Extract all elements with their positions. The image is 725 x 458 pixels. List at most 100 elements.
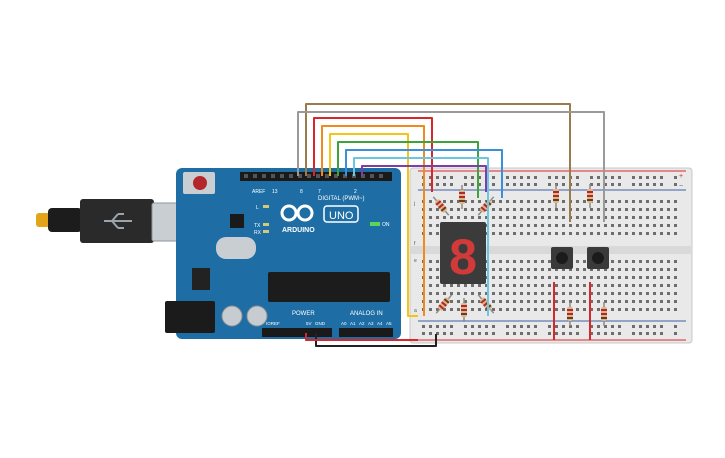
breadboard-hole[interactable] (527, 216, 530, 219)
breadboard-hole[interactable] (541, 260, 544, 263)
breadboard-hole[interactable] (576, 284, 579, 287)
breadboard-hole[interactable] (632, 183, 635, 186)
breadboard-hole[interactable] (576, 208, 579, 211)
breadboard-hole[interactable] (660, 325, 663, 328)
breadboard-hole[interactable] (436, 208, 439, 211)
breadboard-hole[interactable] (492, 183, 495, 186)
breadboard-hole[interactable] (660, 300, 663, 303)
breadboard-hole[interactable] (597, 276, 600, 279)
breadboard-hole[interactable] (534, 232, 537, 235)
breadboard-hole[interactable] (625, 300, 628, 303)
breadboard-hole[interactable] (618, 208, 621, 211)
arduino-uno-board[interactable]: AREF 13 8 7 2 DIGITAL (PWM~) UNO ARDUINO… (165, 168, 401, 339)
breadboard-hole[interactable] (653, 183, 656, 186)
breadboard-hole[interactable] (499, 232, 502, 235)
resistor[interactable] (431, 195, 451, 217)
breadboard-hole[interactable] (597, 300, 600, 303)
breadboard-hole[interactable] (464, 292, 467, 295)
breadboard-hole[interactable] (464, 325, 467, 328)
breadboard-hole[interactable] (478, 292, 481, 295)
breadboard-hole[interactable] (562, 276, 565, 279)
breadboard-hole[interactable] (639, 176, 642, 179)
breadboard-hole[interactable] (667, 216, 670, 219)
breadboard-hole[interactable] (485, 276, 488, 279)
breadboard-hole[interactable] (632, 308, 635, 311)
breadboard-hole[interactable] (457, 284, 460, 287)
breadboard-hole[interactable] (590, 224, 593, 227)
breadboard-hole[interactable] (562, 224, 565, 227)
breadboard-hole[interactable] (569, 325, 572, 328)
breadboard-hole[interactable] (527, 224, 530, 227)
breadboard-hole[interactable] (464, 200, 467, 203)
breadboard-hole[interactable] (625, 200, 628, 203)
breadboard-hole[interactable] (527, 268, 530, 271)
breadboard-hole[interactable] (590, 232, 593, 235)
breadboard-hole[interactable] (653, 224, 656, 227)
power-header[interactable] (262, 328, 332, 337)
breadboard-hole[interactable] (604, 292, 607, 295)
breadboard-hole[interactable] (443, 332, 446, 335)
breadboard-hole[interactable] (527, 208, 530, 211)
breadboard-hole[interactable] (499, 292, 502, 295)
breadboard-hole[interactable] (555, 292, 558, 295)
breadboard-hole[interactable] (646, 332, 649, 335)
breadboard-hole[interactable] (541, 284, 544, 287)
breadboard-hole[interactable] (471, 284, 474, 287)
breadboard-hole[interactable] (660, 276, 663, 279)
breadboard-hole[interactable] (534, 300, 537, 303)
breadboard-hole[interactable] (429, 268, 432, 271)
breadboard-hole[interactable] (534, 308, 537, 311)
breadboard-hole[interactable] (520, 200, 523, 203)
breadboard-hole[interactable] (506, 325, 509, 328)
breadboard-hole[interactable] (478, 332, 481, 335)
breadboard-hole[interactable] (632, 332, 635, 335)
breadboard-hole[interactable] (471, 308, 474, 311)
breadboard-hole[interactable] (611, 308, 614, 311)
breadboard-hole[interactable] (555, 216, 558, 219)
breadboard-hole[interactable] (520, 208, 523, 211)
wires[interactable] (297, 103, 605, 347)
breadboard-hole[interactable] (660, 284, 663, 287)
breadboard-hole[interactable] (555, 208, 558, 211)
breadboard-hole[interactable] (653, 232, 656, 235)
breadboard-hole[interactable] (513, 292, 516, 295)
breadboard-hole[interactable] (506, 300, 509, 303)
breadboard-hole[interactable] (590, 183, 593, 186)
breadboard-hole[interactable] (604, 183, 607, 186)
breadboard-hole[interactable] (611, 176, 614, 179)
breadboard-hole[interactable] (653, 284, 656, 287)
breadboard-hole[interactable] (555, 300, 558, 303)
breadboard-hole[interactable] (667, 308, 670, 311)
breadboard-hole[interactable] (492, 292, 495, 295)
breadboard-hole[interactable] (457, 200, 460, 203)
breadboard-hole[interactable] (674, 183, 677, 186)
breadboard-hole[interactable] (429, 260, 432, 263)
breadboard-hole[interactable] (618, 268, 621, 271)
breadboard-hole[interactable] (436, 308, 439, 311)
breadboard-hole[interactable] (639, 300, 642, 303)
breadboard-hole[interactable] (590, 176, 593, 179)
breadboard-hole[interactable] (541, 300, 544, 303)
resistor[interactable] (587, 184, 593, 208)
breadboard-hole[interactable] (625, 308, 628, 311)
breadboard-hole[interactable] (492, 224, 495, 227)
breadboard-hole[interactable] (527, 276, 530, 279)
breadboard-hole[interactable] (639, 200, 642, 203)
breadboard-hole[interactable] (492, 308, 495, 311)
breadboard-hole[interactable] (618, 183, 621, 186)
breadboard-hole[interactable] (464, 208, 467, 211)
breadboard-hole[interactable] (611, 216, 614, 219)
breadboard-hole[interactable] (548, 176, 551, 179)
resistor[interactable] (459, 185, 465, 209)
breadboard-hole[interactable] (436, 216, 439, 219)
breadboard-hole[interactable] (604, 325, 607, 328)
breadboard-hole[interactable] (597, 200, 600, 203)
breadboard-hole[interactable] (667, 208, 670, 211)
breadboard-hole[interactable] (639, 260, 642, 263)
breadboard-hole[interactable] (632, 176, 635, 179)
breadboard-hole[interactable] (471, 292, 474, 295)
breadboard-hole[interactable] (492, 208, 495, 211)
breadboard-hole[interactable] (450, 284, 453, 287)
breadboard-hole[interactable] (478, 208, 481, 211)
